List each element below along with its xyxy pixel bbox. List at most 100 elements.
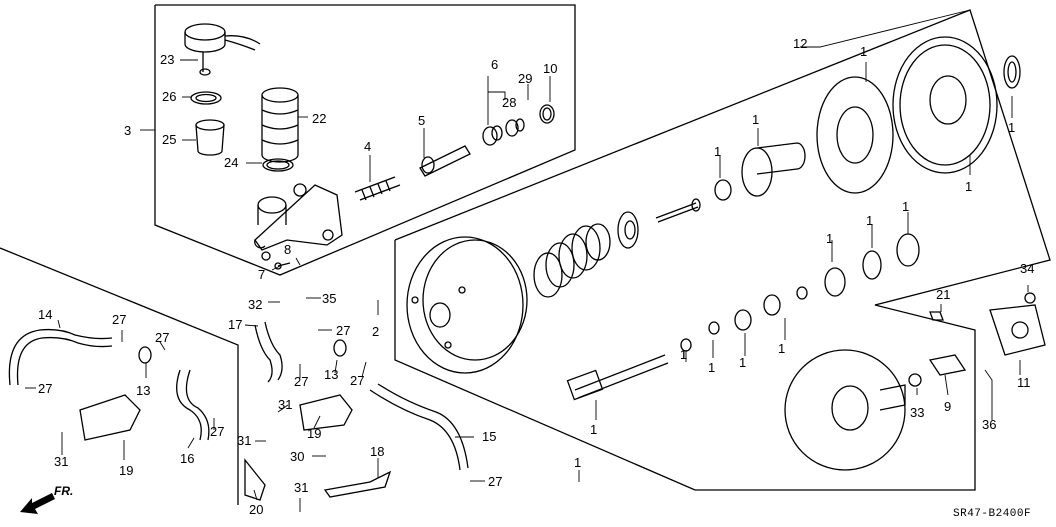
callout-c3: 3 xyxy=(124,123,132,138)
callout-c21: 21 xyxy=(936,287,951,302)
callout-c24: 24 xyxy=(224,155,239,170)
vacuum-hose-16 xyxy=(176,369,210,441)
callout-c27g: 27 xyxy=(210,424,225,439)
callout-c30: 30 xyxy=(290,449,305,464)
callout-c27b: 27 xyxy=(155,330,170,345)
callout-c27h: 27 xyxy=(488,474,503,489)
check-valves-13 xyxy=(138,339,347,364)
callout-c1b: 1 xyxy=(965,179,973,194)
callout-c20: 20 xyxy=(249,502,264,517)
callout-c31c: 31 xyxy=(237,433,252,448)
callout-c10: 10 xyxy=(543,61,558,76)
callout-c18: 18 xyxy=(370,444,385,459)
reservoir-bellows xyxy=(261,87,299,163)
callout-c1h: 1 xyxy=(826,231,834,246)
callout-c19b: 19 xyxy=(307,426,322,441)
callout-c1f: 1 xyxy=(866,213,874,228)
brake-booster-front xyxy=(406,236,528,374)
vacuum-hose-15 xyxy=(369,383,469,471)
callout-c25: 25 xyxy=(162,132,177,147)
booster-bracket-11 xyxy=(989,304,1046,356)
booster-diaphragm-plate xyxy=(617,211,639,249)
secondary-piston-4 xyxy=(354,176,401,201)
callout-c15: 15 xyxy=(482,429,497,444)
callout-c16: 16 xyxy=(180,451,195,466)
brackets-19-18-20 xyxy=(79,394,392,501)
callout-c23: 23 xyxy=(160,52,175,67)
callout-c8: 8 xyxy=(284,242,292,257)
callout-c2: 2 xyxy=(372,324,380,339)
callout-c7: 7 xyxy=(258,267,266,282)
front-direction-label: FR. xyxy=(54,484,74,498)
callout-c31b: 31 xyxy=(278,397,293,412)
callout-c11: 11 xyxy=(1017,375,1031,390)
callout-c1m: 1 xyxy=(590,422,598,437)
callout-c13b: 13 xyxy=(324,367,339,382)
callout-c1g: 1 xyxy=(902,199,910,214)
boot-seal xyxy=(1003,55,1021,89)
front-direction-arrow-icon xyxy=(20,493,55,514)
callout-c31d: 31 xyxy=(294,480,309,495)
piston-seals-6 xyxy=(482,104,555,146)
push-rod xyxy=(655,198,701,223)
hose-frame xyxy=(0,247,239,505)
callout-c14: 14 xyxy=(38,307,53,322)
diagram-code: SR47-B2400F xyxy=(953,508,1032,520)
master-cylinder-body xyxy=(254,183,343,251)
callout-c27c: 27 xyxy=(38,381,53,396)
reservoir-filter xyxy=(195,119,225,156)
callout-c17: 17 xyxy=(228,317,243,332)
callout-c1n: 1 xyxy=(574,455,582,470)
booster-springs xyxy=(533,223,611,298)
callout-c12: 12 xyxy=(793,36,808,51)
fittings-21-33-34 xyxy=(908,292,1036,387)
callout-c31a: 31 xyxy=(54,454,69,469)
callout-c1k: 1 xyxy=(708,360,716,375)
callout-c26: 26 xyxy=(162,89,177,104)
callout-c28: 28 xyxy=(502,95,517,110)
callout-c29: 29 xyxy=(518,71,533,86)
vacuum-hose-17 xyxy=(254,321,283,383)
callout-c34: 34 xyxy=(1020,261,1035,276)
master-cylinder-frame xyxy=(154,4,576,276)
callout-c4: 4 xyxy=(364,139,372,154)
callout-c1c: 1 xyxy=(1008,120,1016,135)
callout-c27f: 27 xyxy=(350,373,365,388)
booster-frame xyxy=(394,9,1051,491)
small-washers xyxy=(680,233,920,352)
callout-c1j: 1 xyxy=(739,355,747,370)
callout-c32: 32 xyxy=(248,297,263,312)
callout-c6: 6 xyxy=(491,57,499,72)
booster-rear-half xyxy=(784,349,906,471)
callout-c27e: 27 xyxy=(294,374,309,389)
vacuum-hose-14 xyxy=(8,328,113,386)
callout-c13a: 13 xyxy=(136,383,151,398)
input-rod xyxy=(566,354,669,401)
rear-cover xyxy=(892,36,998,174)
callout-c22: 22 xyxy=(312,111,327,126)
callout-c1d: 1 xyxy=(752,112,760,127)
callout-c1e: 1 xyxy=(714,144,722,159)
callout-c1a: 1 xyxy=(860,44,868,59)
callout-c27d: 27 xyxy=(336,323,351,338)
callout-c5: 5 xyxy=(418,113,426,128)
leader-lines xyxy=(25,9,1029,512)
callout-c1o: 1 xyxy=(680,347,688,362)
small-fittings-7-8 xyxy=(261,251,291,270)
reservoir-cap xyxy=(184,23,261,76)
callout-c1l: 1 xyxy=(680,347,688,362)
clevis-9 xyxy=(928,354,967,376)
valve-body xyxy=(714,142,806,201)
callout-c36: 36 xyxy=(982,417,997,432)
callout-c33: 33 xyxy=(910,405,925,420)
reservoir-seal xyxy=(190,91,222,105)
callout-c1i: 1 xyxy=(778,341,786,356)
hose-clamp-24 xyxy=(262,158,294,172)
callout-c35: 35 xyxy=(322,291,337,306)
primary-piston-5 xyxy=(419,145,471,177)
rear-shell xyxy=(816,76,894,194)
callout-c27a: 27 xyxy=(112,312,127,327)
callout-c9: 9 xyxy=(944,399,952,414)
callout-c19a: 19 xyxy=(119,463,134,478)
